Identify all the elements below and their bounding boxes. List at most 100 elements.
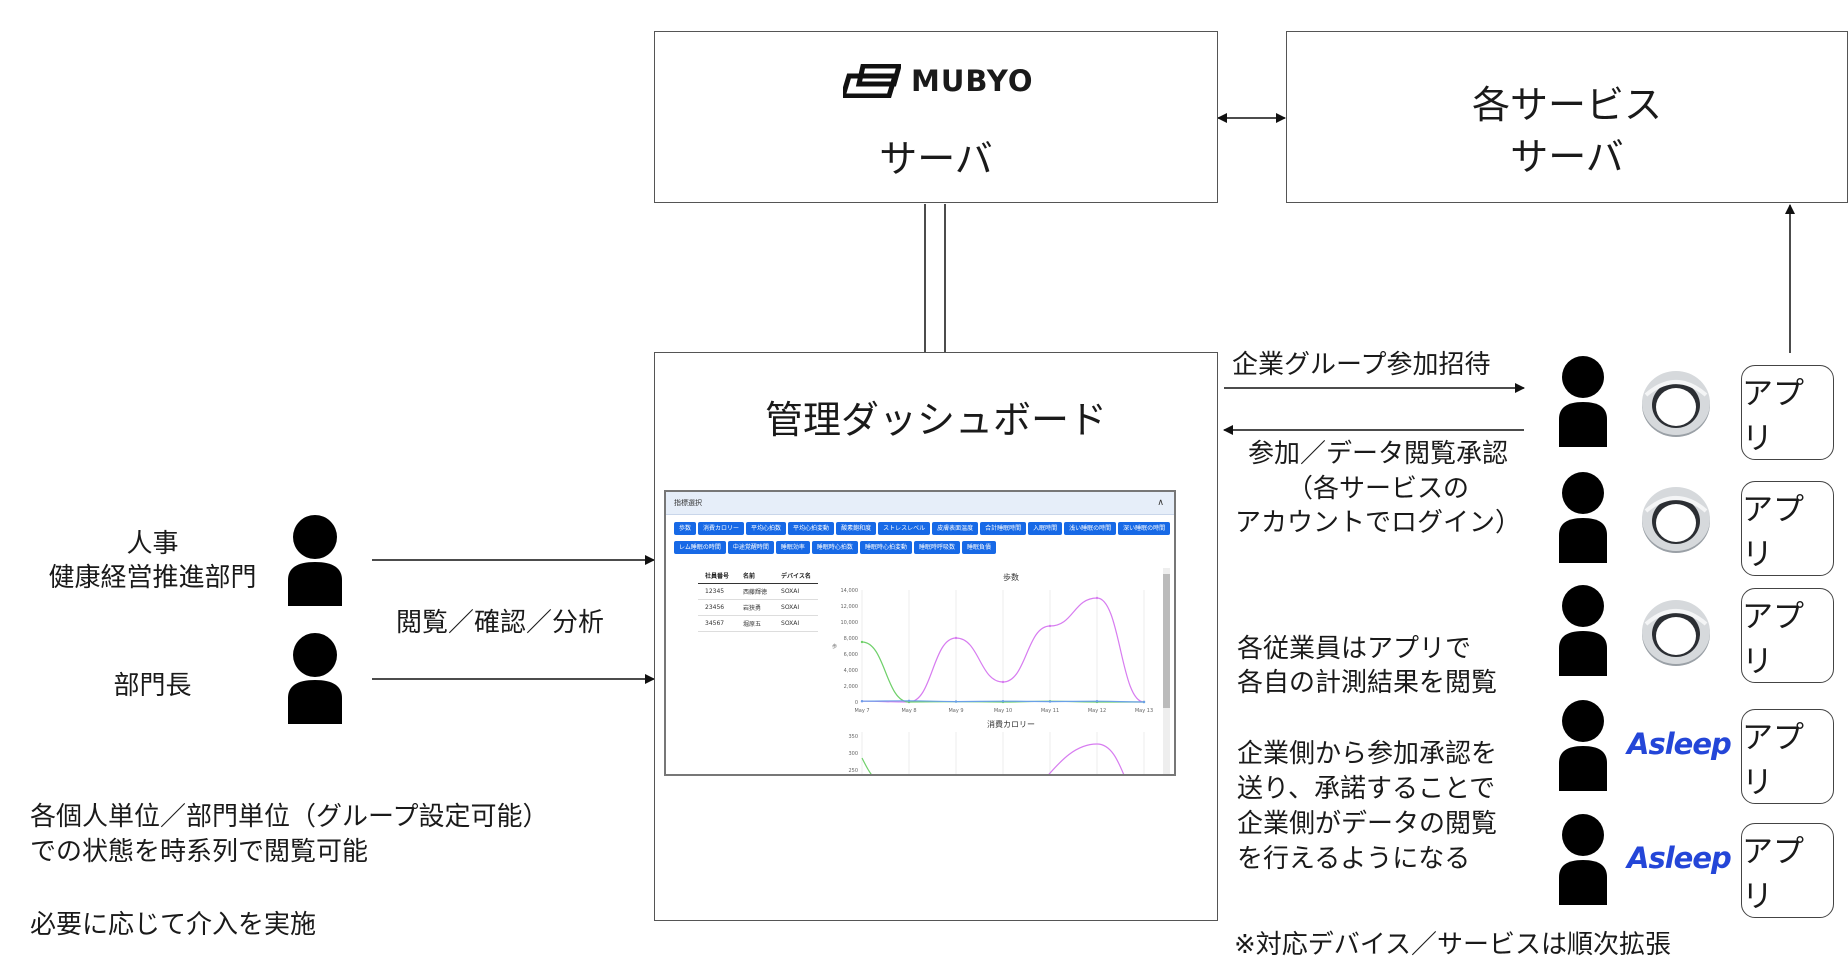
metric-panel-header[interactable]: 指標選択 ∧ <box>666 492 1174 515</box>
metric-chip[interactable]: ストレスレベル <box>878 522 930 535</box>
flow-line4: を行えるようになる <box>1237 842 1497 877</box>
hr-arrow-label: 閲覧／確認／分析 <box>396 602 604 639</box>
metric-chip[interactable]: 睡眠時心拍変動 <box>860 541 912 554</box>
steps-chart-title: 歩数 <box>1003 572 1019 583</box>
y-tick-label: 8,000 <box>844 636 858 642</box>
data-point <box>1049 625 1051 627</box>
hr-label-line2: 健康経営推進部門 <box>30 562 275 596</box>
table-cell: SOXAI <box>774 600 818 616</box>
services-server-box: 各サービス サーバ <box>1286 31 1848 203</box>
employee-view-line2: 各自の計測結果を閲覧 <box>1237 667 1497 701</box>
mubyo-logo-icon <box>843 64 901 98</box>
table-cell: 西藤輝徳 <box>736 584 774 600</box>
metric-chip[interactable]: 平均心拍数 <box>746 522 786 535</box>
y-tick-label: 300 <box>848 751 858 757</box>
flow-line3: 企業側がデータの閲覧 <box>1237 807 1497 842</box>
data-point <box>1002 681 1004 683</box>
footnote: ※対応デバイス／サービスは順次拡張 <box>1234 924 1671 961</box>
metric-chip[interactable]: 浅い睡眠の時間 <box>1064 522 1116 535</box>
app-box[interactable]: アプリ <box>1741 365 1834 460</box>
metric-chip[interactable]: 睡眠時心拍数 <box>812 541 858 554</box>
data-point <box>861 641 863 643</box>
x-tick-label: May 7 <box>854 708 869 714</box>
app-box[interactable]: アプリ <box>1741 481 1834 576</box>
y-axis-label: 歩 <box>832 643 837 650</box>
employee-person-icon <box>1558 471 1608 563</box>
data-point <box>955 637 957 639</box>
hr-label-line1: 人事 <box>30 528 275 562</box>
x-tick-label: May 12 <box>1088 708 1106 714</box>
dashboard-title: 管理ダッシュボード <box>655 389 1217 444</box>
table-row[interactable]: 23456 岩狭勇 SOXAI <box>698 600 818 616</box>
series-line-pink <box>1044 744 1126 776</box>
approve-line1: 参加／データ閲覧承認 <box>1222 437 1534 472</box>
metric-chip[interactable]: 歩数 <box>674 522 696 535</box>
person-icon <box>286 514 344 606</box>
table-header: デバイス名 <box>774 568 818 584</box>
y-tick-label: 12,000 <box>841 604 859 610</box>
view-note: 各個人単位／部門単位（グループ設定可能） での状態を時系列で閲覧可能 <box>30 800 548 871</box>
approve-line3: アカウントでログイン） <box>1222 506 1534 541</box>
x-tick-label: May 10 <box>994 708 1012 714</box>
chevron-up-icon[interactable]: ∧ <box>1157 492 1164 514</box>
approve-label: 参加／データ閲覧承認 （各サービスの アカウントでログイン） <box>1222 437 1534 541</box>
metric-chip[interactable]: 皮膚表面温度 <box>932 522 978 535</box>
approve-line2: （各サービスの <box>1222 472 1534 507</box>
table-row[interactable]: 12345 西藤輝徳 SOXAI <box>698 584 818 600</box>
y-tick-label: 10,000 <box>841 620 859 626</box>
metric-chip[interactable]: 入眠時間 <box>1028 522 1062 535</box>
table-header: 名前 <box>736 568 774 584</box>
y-tick-label: 0 <box>855 700 858 706</box>
x-tick-label: May 13 <box>1135 708 1153 714</box>
view-note-line2: での状態を時系列で閲覧可能 <box>30 835 548 870</box>
view-note-line1: 各個人単位／部門単位（グループ設定可能） <box>30 800 548 835</box>
x-tick-label: May 9 <box>948 708 963 714</box>
dashboard-scroll-thumb[interactable] <box>1163 574 1170 708</box>
data-point <box>908 700 910 702</box>
table-header: 社員番号 <box>698 568 736 584</box>
metric-chip[interactable]: 深い睡眠の時間 <box>1118 522 1170 535</box>
mubyo-server-label: サーバ <box>655 128 1217 183</box>
table-cell: 12345 <box>698 584 736 600</box>
metric-chip[interactable]: レム睡眠の時間 <box>674 541 726 554</box>
table-cell: 堀原五 <box>736 616 774 632</box>
app-box[interactable]: アプリ <box>1741 823 1834 918</box>
mubyo-server-box: MUBYO サーバ <box>654 31 1218 203</box>
metric-chip[interactable]: 睡眠負債 <box>962 541 996 554</box>
app-box[interactable]: アプリ <box>1741 709 1834 804</box>
services-server-line2: サーバ <box>1287 126 1847 181</box>
data-point <box>1049 700 1051 702</box>
intervention-note: 必要に応じて介入を実施 <box>30 904 316 941</box>
services-server-line1: 各サービス <box>1287 74 1847 129</box>
metric-chip[interactable]: 中途覚醒時間 <box>728 541 774 554</box>
person-icon <box>286 632 344 724</box>
metric-chip[interactable]: 酸素飽和度 <box>836 522 876 535</box>
employee-person-icon <box>1558 584 1608 676</box>
steps-chart: May 7May 8May 9May 10May 11May 12May 130… <box>826 584 1156 720</box>
approval-flow-note: 企業側から参加承認を 送り、承諾することで 企業側がデータの閲覧 を行えるように… <box>1237 737 1497 877</box>
metric-chip[interactable]: 睡眠効率 <box>776 541 810 554</box>
table-cell: 34567 <box>698 616 736 632</box>
employee-person-icon <box>1558 699 1608 791</box>
table-cell: 岩狭勇 <box>736 600 774 616</box>
asleep-logo: Asleep <box>1627 841 1731 875</box>
flow-line2: 送り、承諾することで <box>1237 772 1497 807</box>
invite-label: 企業グループ参加招待 <box>1232 344 1490 381</box>
mubyo-logo: MUBYO <box>843 64 1034 98</box>
metric-chip[interactable]: 平均心拍変動 <box>788 522 834 535</box>
manager-label: 部門長 <box>30 665 275 702</box>
metric-chip[interactable]: 消費カロリー <box>698 522 744 535</box>
table-row[interactable]: 34567 堀原五 SOXAI <box>698 616 818 632</box>
metric-chip[interactable]: 睡眠時呼吸数 <box>914 541 960 554</box>
app-box[interactable]: アプリ <box>1741 588 1834 683</box>
metric-chip[interactable]: 合計睡眠時間 <box>980 522 1026 535</box>
data-point <box>1096 700 1098 702</box>
y-tick-label: 2,000 <box>844 684 858 690</box>
flow-line1: 企業側から参加承認を <box>1237 737 1497 772</box>
employee-view-note: 各従業員はアプリで 各自の計測結果を閲覧 <box>1237 633 1497 701</box>
data-point <box>955 700 957 702</box>
y-tick-label: 14,000 <box>841 588 859 594</box>
data-point <box>861 700 863 702</box>
employee-view-line1: 各従業員はアプリで <box>1237 633 1497 667</box>
